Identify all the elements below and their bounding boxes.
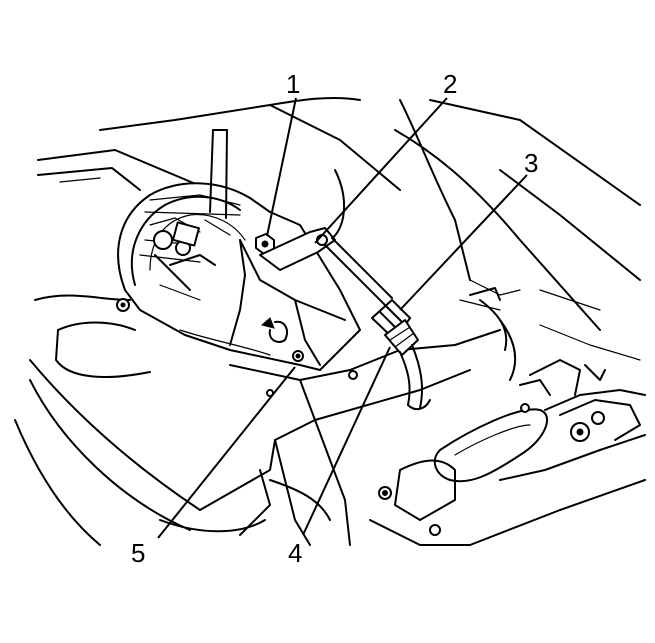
parking-brake-cable <box>371 299 431 411</box>
cable-equalizer <box>259 227 393 306</box>
leader-4 <box>302 346 391 536</box>
parking-brake-cover <box>116 129 361 371</box>
callout-1: 1 <box>286 69 300 99</box>
leader-3 <box>399 174 528 311</box>
leader-2 <box>314 97 448 244</box>
callout-3: 3 <box>524 148 538 178</box>
callout-2: 2 <box>443 69 457 99</box>
leader-5 <box>157 366 296 539</box>
callout-5: 5 <box>131 538 145 568</box>
vehicle-floor-outline <box>14 96 646 546</box>
callout-4: 4 <box>288 538 302 568</box>
callout-leaders <box>157 97 528 539</box>
leader-1 <box>266 97 297 237</box>
